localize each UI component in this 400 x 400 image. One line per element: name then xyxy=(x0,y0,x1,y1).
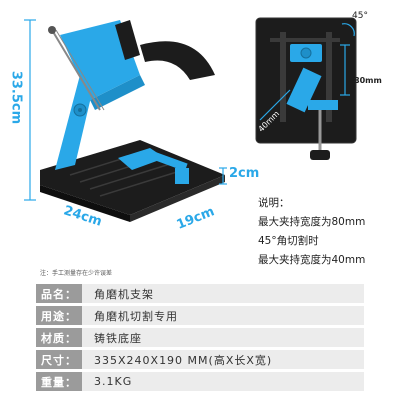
spec-value: 335X240X190 MM(高X长X宽) xyxy=(82,348,364,372)
support-column xyxy=(55,75,95,170)
spec-key: 重量： xyxy=(36,370,82,394)
angle-label: 45° xyxy=(352,11,368,21)
spec-value: 3.1KG xyxy=(82,370,364,394)
spec-key: 材质： xyxy=(36,326,82,350)
notes-title: 说明： xyxy=(258,197,290,209)
table-row: 重量： 3.1KG xyxy=(36,370,364,394)
max-clamp-width-label: 80mm xyxy=(354,76,382,85)
table-row: 尺寸： 335X240X190 MM(高X长X宽) xyxy=(36,348,364,372)
spec-key: 尺寸： xyxy=(36,348,82,372)
spec-key: 品名： xyxy=(36,284,82,306)
product-illustration xyxy=(24,19,225,222)
table-row: 材质： 铸铁底座 xyxy=(36,326,364,350)
table-row: 品名： 角磨机支架 xyxy=(36,284,364,306)
notes-line: 最大夹持宽度为80mm xyxy=(258,216,366,228)
cast-iron-base xyxy=(40,140,225,215)
top-view-illustration xyxy=(255,17,357,160)
clamp-gap-marker xyxy=(219,167,227,185)
measurement-disclaimer: 注：手工测量存在少许误差 xyxy=(40,270,113,277)
notes-line: 45°角切割时 xyxy=(258,235,319,247)
spec-key: 用途： xyxy=(36,304,82,328)
table-row: 用途： 角磨机切割专用 xyxy=(36,304,364,328)
notes-block: 说明： 最大夹持宽度为80mm 45°角切割时 最大夹持宽度为40mm xyxy=(258,194,365,270)
spec-table: 品名： 角磨机支架 用途： 角磨机切割专用 材质： 铸铁底座 尺寸： 335X2… xyxy=(36,284,364,394)
spec-value: 角磨机切割专用 xyxy=(82,304,364,328)
spec-value: 铸铁底座 xyxy=(82,326,364,350)
spec-value: 角磨机支架 xyxy=(82,284,364,306)
grinder-handle xyxy=(115,20,140,60)
notes-line: 最大夹持宽度为40mm xyxy=(258,254,366,266)
height-dimension-label: 33.5cm xyxy=(8,70,24,125)
blade-guard xyxy=(140,41,215,80)
clamp-gap-dimension-label: 2cm xyxy=(229,166,260,181)
